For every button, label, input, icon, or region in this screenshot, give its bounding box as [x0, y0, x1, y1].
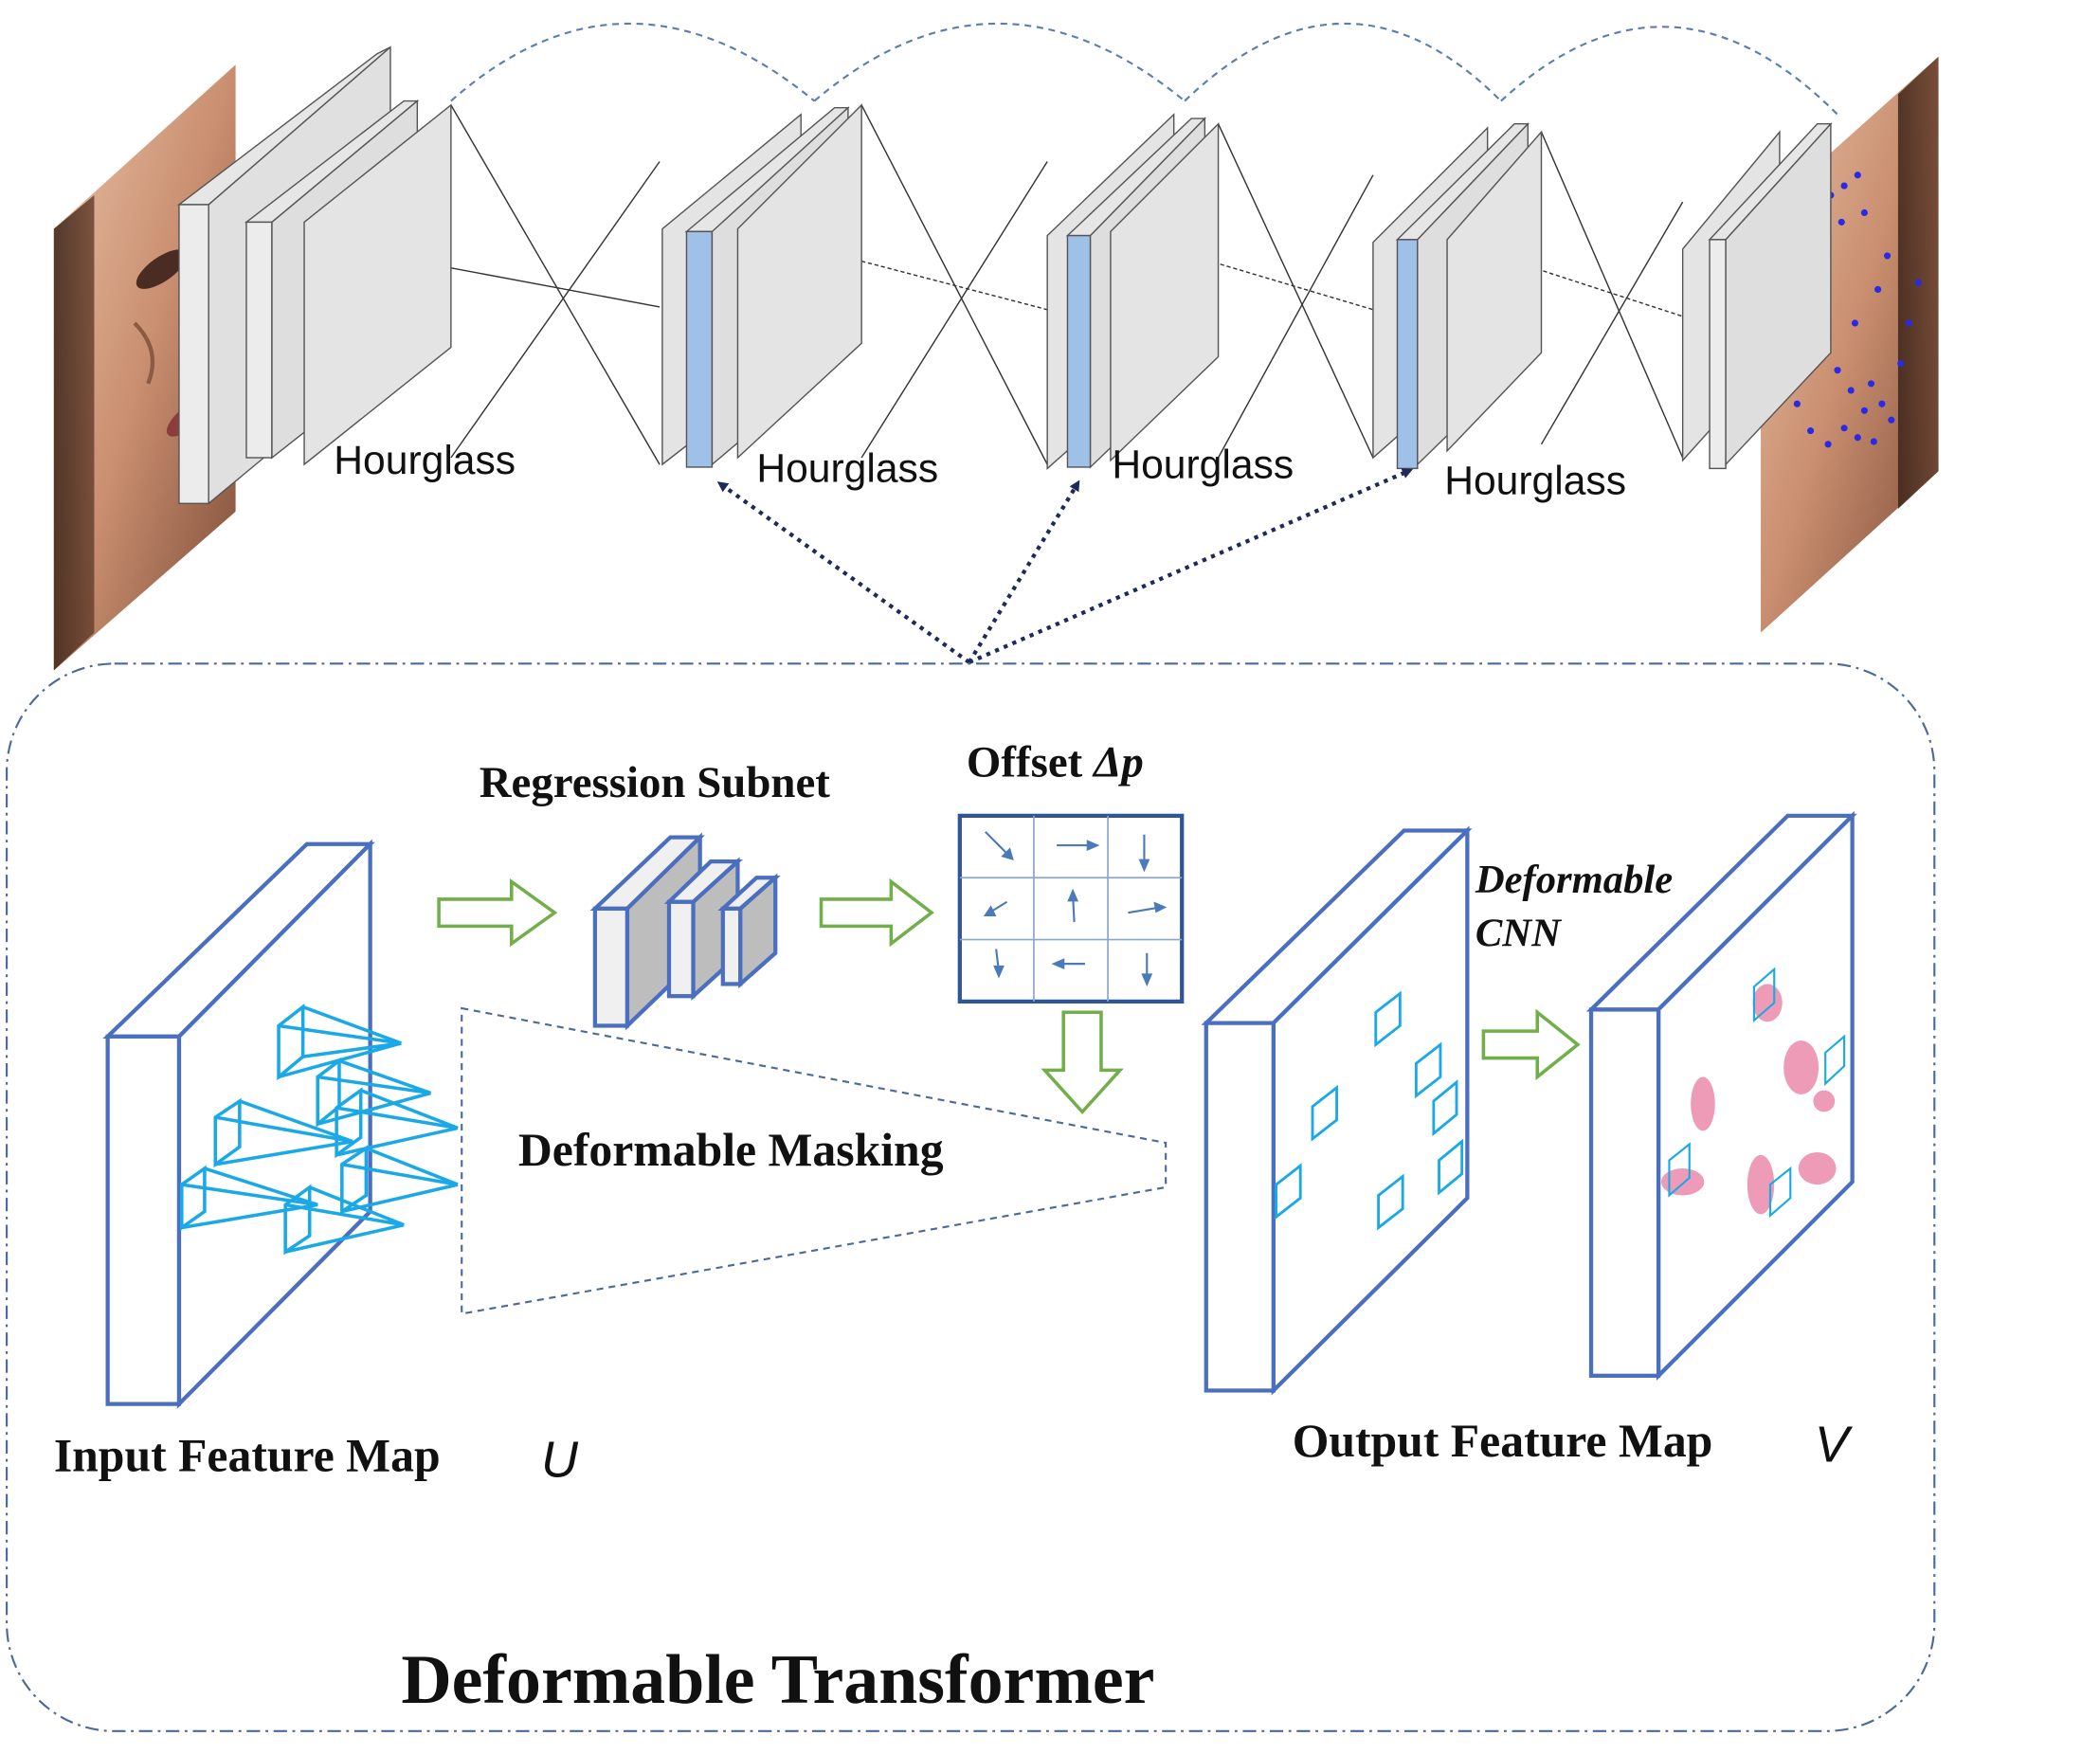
output-symbol: V	[1815, 1417, 1854, 1474]
deformable-transformer-title: Deformable Transformer	[401, 1640, 1154, 1718]
input-symbol: U	[541, 1431, 579, 1488]
stage-connectors	[242, 104, 1684, 465]
arrow-offset-to-masking	[1041, 1010, 1124, 1115]
regression-subnet-label: Regression Subnet	[480, 758, 831, 807]
output-feature-map-label: Output Feature Map	[1293, 1415, 1713, 1467]
hourglass-network: Hourglass Hourglass Hourglass Hourglass	[53, 22, 1939, 671]
deformed-cells	[1668, 967, 1846, 1219]
panel-border	[6, 662, 1936, 1732]
input-feature-map-label: Input Feature Map	[54, 1430, 441, 1482]
hourglass-label-1: Hourglass	[334, 438, 516, 483]
deformable-masking-region	[461, 1006, 1168, 1315]
hourglass-label-4: Hourglass	[1444, 458, 1626, 503]
cone-7	[283, 1184, 405, 1256]
sampling-cones	[179, 1003, 459, 1256]
arrow-output-to-final	[1481, 1008, 1581, 1081]
stage-arcs	[450, 22, 1838, 116]
output-feature-map	[1201, 825, 1473, 1396]
deformable-cnn-label-line2: CNN	[1475, 912, 1563, 956]
hourglass-label-3: Hourglass	[1112, 442, 1294, 487]
offset-vectors	[983, 831, 1168, 987]
offset-label-text: Offset	[967, 738, 1094, 787]
offset-grid	[957, 813, 1185, 1004]
transformer-insertion-arrows	[716, 468, 1414, 664]
hourglass-stage-3	[1046, 113, 1220, 470]
offset-symbol: Δp	[1092, 738, 1144, 787]
deformable-cnn-label-line1: Deformable	[1475, 858, 1673, 902]
output-sampling-cells	[1275, 990, 1464, 1231]
regression-subnet-blocks	[589, 832, 781, 1031]
deformable-transformer-panel: Regression Subnet Offset Δp Deformable M…	[6, 662, 1936, 1732]
arrow-subnet-to-offset	[819, 877, 934, 948]
input-feature-map	[102, 839, 375, 1409]
hourglass-stage-1	[176, 45, 452, 505]
arrow-input-to-subnet	[437, 878, 558, 948]
cone-4	[213, 1097, 353, 1168]
hourglass-label-2: Hourglass	[756, 446, 938, 492]
deformed-feature-map	[1585, 810, 1857, 1381]
flow-arrows	[437, 877, 1581, 1115]
hourglass-stage-4	[1372, 121, 1543, 470]
deformable-masking-label: Deformable Masking	[518, 1124, 944, 1176]
offset-label: Offset Δp	[967, 738, 1144, 787]
hourglass-stage-2	[661, 103, 862, 468]
cone-6	[179, 1165, 318, 1231]
hourglass-stage-5	[1681, 121, 1833, 470]
